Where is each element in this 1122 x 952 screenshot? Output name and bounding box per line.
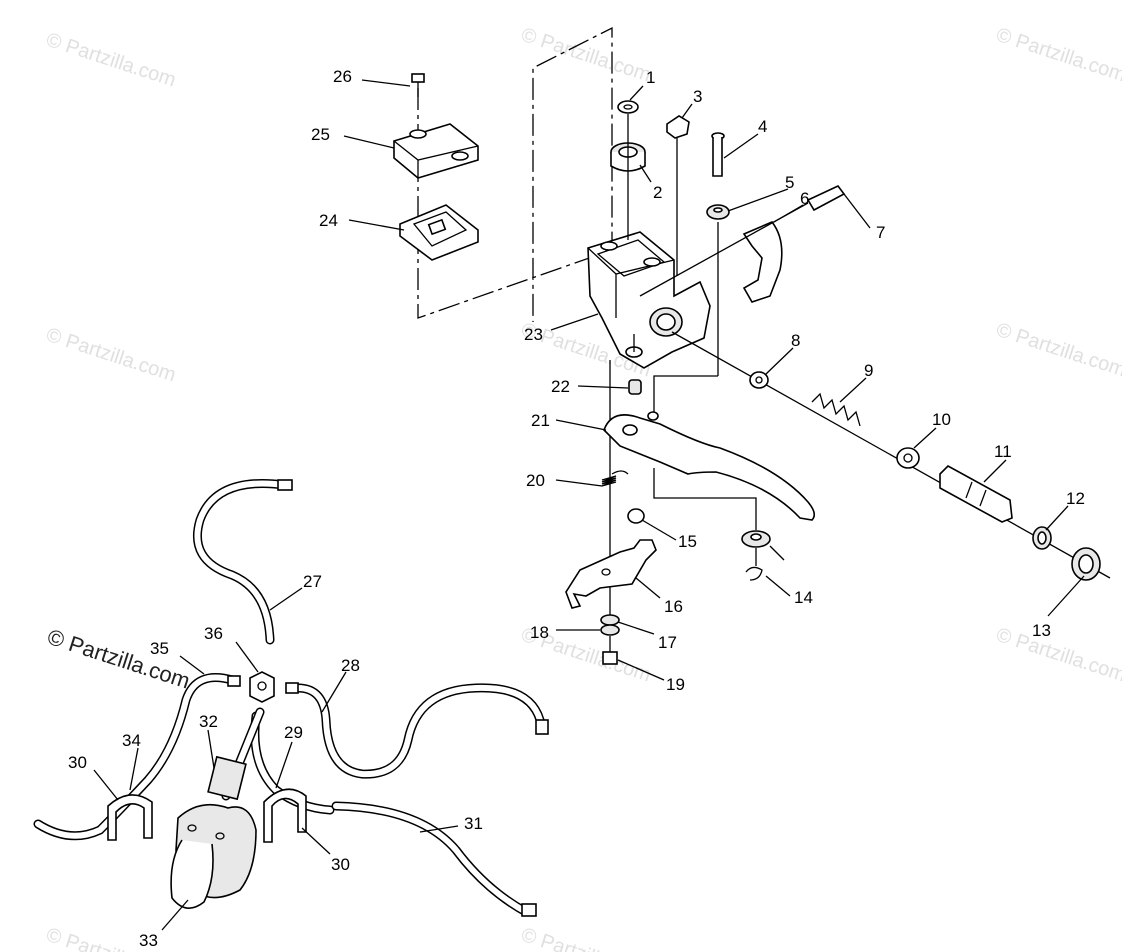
callout-13: 13 xyxy=(1032,621,1051,640)
callout-5-upper: 5 xyxy=(785,173,794,192)
watermark-top-center: © Partzilla.com xyxy=(518,24,653,87)
clip-14 xyxy=(745,566,763,581)
spring-9 xyxy=(811,392,861,427)
callout-23: 23 xyxy=(524,325,543,344)
callout-12: 12 xyxy=(1066,489,1085,508)
pin-axis-jog xyxy=(653,375,718,412)
callout-36: 36 xyxy=(204,624,223,643)
reservoir-dash-outline xyxy=(417,26,613,322)
callout-35: 35 xyxy=(150,639,169,658)
o-ring-12 xyxy=(1032,526,1052,550)
callout-22: 22 xyxy=(551,377,570,396)
nut-1 xyxy=(617,100,639,114)
callout-27: 27 xyxy=(303,572,322,591)
nut-10 xyxy=(896,447,920,469)
caliper-shield-33 xyxy=(170,803,257,909)
callout-15: 15 xyxy=(678,532,697,551)
brake-lever-21 xyxy=(603,411,816,521)
callout-14: 14 xyxy=(794,588,813,607)
callout-17: 17 xyxy=(658,633,677,652)
callout-3: 3 xyxy=(693,87,702,106)
bolt-3 xyxy=(666,115,690,156)
screw-26 xyxy=(411,73,425,97)
callout-6: 6 xyxy=(800,189,809,208)
junction-block-36 xyxy=(249,671,275,703)
clamp-6 xyxy=(742,221,783,303)
watermark-bottom-center: © Partzilla.com xyxy=(518,924,653,952)
brake-hose-32 xyxy=(207,707,265,801)
spring-20 xyxy=(601,470,629,487)
clamp-30-right xyxy=(263,788,307,843)
brake-hose-27 xyxy=(192,478,293,645)
callout-24: 24 xyxy=(319,211,338,230)
brake-hose-35 xyxy=(33,673,241,841)
callout-19: 19 xyxy=(666,675,685,694)
callout-29: 29 xyxy=(284,723,303,742)
washer-5-lower xyxy=(741,530,771,548)
washer-5-upper xyxy=(706,204,730,220)
callout-30-right: 30 xyxy=(331,855,350,874)
watermark-low-right: © Partzilla.com xyxy=(993,624,1122,687)
lever-pivot-axis xyxy=(653,468,757,530)
callout-18: 18 xyxy=(530,623,549,642)
leader-lines xyxy=(93,79,1085,931)
seal-13 xyxy=(1071,547,1101,581)
callout-10: 10 xyxy=(932,410,951,429)
callout-25: 25 xyxy=(311,125,330,144)
diaphragm-24 xyxy=(399,204,479,261)
master-cylinder-body-23 xyxy=(587,231,711,369)
watermark-bottom-left: © Partzilla.com xyxy=(43,924,178,952)
watermark-top-left: © Partzilla.com xyxy=(43,29,178,92)
watermark-mid-left: © Partzilla.com xyxy=(43,324,178,387)
callout-34: 34 xyxy=(122,731,141,750)
watermark-mid-right: © Partzilla.com xyxy=(993,319,1122,382)
clamp-30-left xyxy=(107,794,153,841)
callout-28: 28 xyxy=(341,656,360,675)
callout-1: 1 xyxy=(646,68,655,87)
callout-7: 7 xyxy=(876,223,885,242)
brake-hose-28 xyxy=(285,682,549,779)
bushing-22 xyxy=(628,379,642,395)
nut-15 xyxy=(627,508,645,524)
callout-20: 20 xyxy=(526,471,545,490)
piston-11 xyxy=(939,465,1013,523)
brake-hose-31 xyxy=(331,801,537,917)
reservoir-cover-25 xyxy=(393,123,479,179)
screw-7 xyxy=(806,185,846,212)
callout-16: 16 xyxy=(664,597,683,616)
callout-9: 9 xyxy=(864,361,873,380)
callout-31: 31 xyxy=(464,814,483,833)
callout-26: 26 xyxy=(333,67,352,86)
callout-33: 33 xyxy=(139,931,158,950)
callout-21: 21 xyxy=(531,411,550,430)
bracket-16 xyxy=(565,539,657,609)
callout-32: 32 xyxy=(199,712,218,731)
watermark-top-right: © Partzilla.com xyxy=(993,24,1122,87)
callout-8: 8 xyxy=(791,331,800,350)
callout-11: 11 xyxy=(994,442,1012,461)
watermark-main: © Partzilla.com xyxy=(44,624,193,694)
callout-2: 2 xyxy=(653,183,662,202)
callout-labels: 1 2 3 4 5 6 7 8 9 10 11 12 13 14 15 16 1… xyxy=(68,67,1085,950)
callout-30-left: 30 xyxy=(68,753,87,772)
pivot-pin-4 xyxy=(711,132,725,177)
washer-8 xyxy=(749,371,769,389)
screw-stack-17-18-19 xyxy=(600,614,620,665)
callout-4: 4 xyxy=(758,117,767,136)
brake-hose-29 xyxy=(250,711,335,815)
